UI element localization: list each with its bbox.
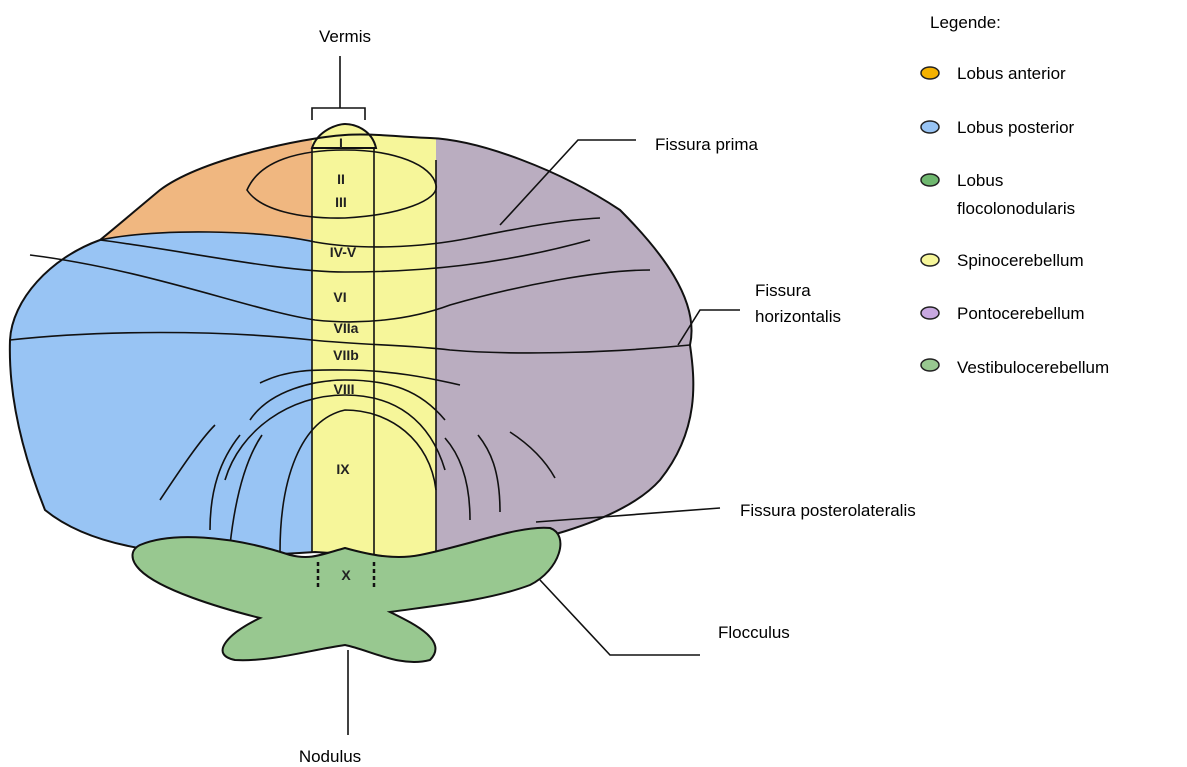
legend-label-lobus-anterior: Lobus anterior [957, 64, 1066, 83]
cerebellum-body [0, 100, 736, 580]
vermis-label: Vermis [319, 27, 371, 46]
legend-swatch-lobus-flocolonodularis [921, 174, 939, 186]
legend-label-lobus-flocolonodularis-line1: Lobus [957, 171, 1003, 190]
legend-swatch-spinocerebellum [921, 254, 939, 266]
legend-swatch-lobus-posterior [921, 121, 939, 133]
lobule-viia-label: VIIa [334, 320, 359, 336]
legend-label-spinocerebellum: Spinocerebellum [957, 251, 1084, 270]
fissura-prima-label: Fissura prima [655, 135, 759, 154]
lobule-iv-v-label: IV-V [330, 244, 357, 260]
lobule-iii-label: III [335, 194, 347, 210]
legend-swatch-lobus-anterior [921, 67, 939, 79]
flocculonodular-lobe [133, 528, 561, 662]
flocculus-label: Flocculus [718, 623, 790, 642]
lobule-viib-label: VIIb [333, 347, 359, 363]
lobule-viii-label: VIII [333, 381, 354, 397]
legend-swatch-vestibulocerebellum [921, 359, 939, 371]
lobule-ii-label: II [337, 171, 345, 187]
lobule-ix-label: IX [336, 461, 350, 477]
legend-label-lobus-posterior: Lobus posterior [957, 118, 1075, 137]
lobule-i-label: I [339, 135, 343, 151]
legend-label-lobus-flocolonodularis-line2: flocolonodularis [957, 199, 1075, 218]
legend-label-pontocerebellum: Pontocerebellum [957, 304, 1085, 323]
vermis-bracket [312, 56, 365, 120]
fissura-horizontalis-label-line2: horizontalis [755, 307, 841, 326]
legend-title: Legende: [930, 13, 1001, 32]
legend-swatch-pontocerebellum [921, 307, 939, 319]
legend: Legende: Lobus anterior Lobus posterior … [921, 13, 1109, 377]
nodulus-label: Nodulus [299, 747, 361, 766]
legend-label-vestibulocerebellum: Vestibulocerebellum [957, 358, 1109, 377]
lobule-x-label: X [341, 567, 351, 583]
lobule-vi-label: VI [333, 289, 346, 305]
lobus-anterior-region [0, 100, 315, 240]
fissura-posterolateralis-label: Fissura posterolateralis [740, 501, 916, 520]
flocculus-leader [540, 580, 700, 655]
fissura-horizontalis-label-line1: Fissura [755, 281, 811, 300]
